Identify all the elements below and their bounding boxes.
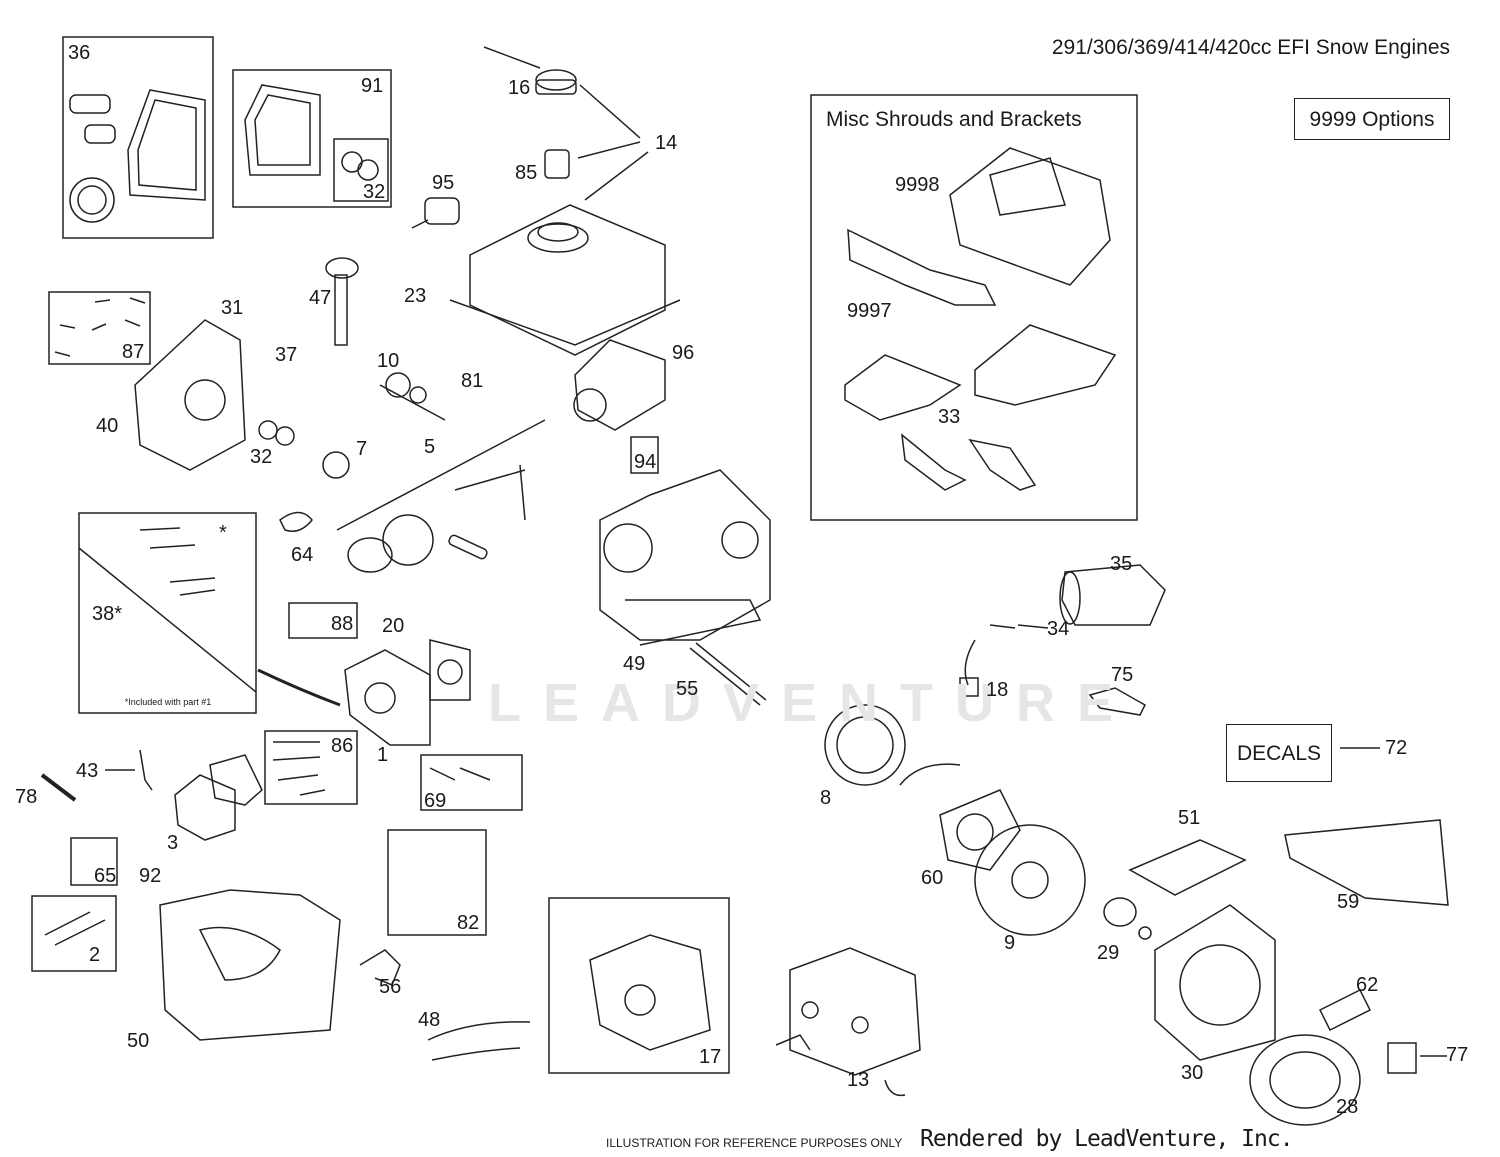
shroud-cover — [949, 147, 1111, 286]
callout-label[interactable]: 37 — [275, 344, 298, 366]
carb-box — [548, 897, 730, 1074]
gasket-kit-box — [62, 36, 214, 239]
flywheel-ring-gear — [824, 704, 906, 786]
callout-label[interactable]: 5 — [424, 436, 436, 458]
callout-label[interactable]: 64 — [291, 544, 314, 566]
callout-label[interactable]: 33 — [938, 406, 961, 428]
callout-label[interactable]: 35 — [1110, 553, 1133, 575]
callout-label[interactable]: 82 — [457, 912, 480, 934]
callout-label[interactable]: 16 — [508, 77, 531, 99]
bearing-sub-box — [333, 138, 389, 202]
decals-box[interactable]: DECALS — [1226, 724, 1332, 782]
blower-housing — [1154, 904, 1276, 1061]
callout-label[interactable]: 28 — [1336, 1096, 1359, 1118]
watermark: LEADVENTURE — [488, 673, 1136, 733]
part-2-box — [31, 895, 117, 972]
callout-label[interactable]: 1 — [377, 744, 389, 766]
cylinder-head — [344, 649, 431, 746]
part-69-box — [420, 754, 523, 811]
callout-label[interactable]: 72 — [1385, 737, 1408, 759]
options-box[interactable]: 9999 Options — [1294, 98, 1450, 140]
callout-label[interactable]: 60 — [921, 867, 944, 889]
callout-label[interactable]: 56 — [379, 976, 402, 998]
callout-label[interactable]: 49 — [623, 653, 646, 675]
callout-label[interactable]: 43 — [76, 760, 99, 782]
callout-label[interactable]: 40 — [96, 415, 119, 437]
callout-label[interactable]: 85 — [515, 162, 538, 184]
footer-rendered-by: Rendered by LeadVenture, Inc. — [920, 1126, 1294, 1152]
callout-label[interactable]: 32 — [250, 446, 273, 468]
callout-label[interactable]: 18 — [986, 679, 1009, 701]
callout-label[interactable]: 23 — [404, 285, 427, 307]
callout-label[interactable]: 9997 — [847, 300, 892, 322]
callout-label[interactable]: 17 — [699, 1046, 722, 1068]
callout-label[interactable]: 29 — [1097, 942, 1120, 964]
callout-label[interactable]: 92 — [139, 865, 162, 887]
callout-label[interactable]: 88 — [331, 613, 354, 635]
callout-label[interactable]: 13 — [847, 1069, 870, 1091]
part-82-box — [387, 829, 487, 936]
callout-label[interactable]: 87 — [122, 341, 145, 363]
callout-label[interactable]: 96 — [672, 342, 695, 364]
callout-label[interactable]: 7 — [356, 438, 368, 460]
callout-label[interactable]: 55 — [676, 678, 699, 700]
callout-label[interactable]: 95 — [432, 172, 455, 194]
part-86-box — [264, 730, 358, 805]
part-88-box — [288, 602, 358, 639]
callout-label[interactable]: 20 — [382, 615, 405, 637]
valve-kit-box — [78, 512, 257, 714]
callout-label[interactable]: 9998 — [895, 174, 940, 196]
callout-label[interactable]: 94 — [634, 451, 657, 473]
callout-label[interactable]: 62 — [1356, 974, 1379, 996]
callout-label[interactable]: 31 — [221, 297, 244, 319]
callout-label[interactable]: 38* — [92, 603, 123, 625]
callout-label[interactable]: 59 — [1337, 891, 1360, 913]
callout-label[interactable]: 8 — [820, 787, 832, 809]
callout-label[interactable]: 48 — [418, 1009, 441, 1031]
callout-label[interactable]: 34 — [1047, 618, 1070, 640]
bolt-kit-box — [48, 291, 151, 365]
part-94-box — [630, 436, 659, 474]
muffler — [789, 947, 921, 1076]
callout-label[interactable]: 2 — [89, 944, 101, 966]
callout-label[interactable]: 69 — [424, 790, 447, 812]
page-title: 291/306/369/414/420cc EFI Snow Engines — [1051, 36, 1450, 59]
callout-label[interactable]: 9 — [1004, 932, 1016, 954]
callout-label[interactable]: 81 — [461, 370, 484, 392]
callout-label[interactable]: 91 — [361, 75, 384, 97]
callout-label[interactable]: 10 — [377, 350, 400, 372]
cylinder-shroud — [159, 889, 341, 1041]
valve-kit-diagonal — [78, 547, 257, 693]
asterisk-mark: * — [219, 522, 227, 544]
gasket-outline — [127, 89, 206, 201]
callout-label[interactable]: 50 — [127, 1030, 150, 1052]
callout-label[interactable]: 86 — [331, 735, 354, 757]
callout-label[interactable]: 51 — [1178, 807, 1201, 829]
callout-label[interactable]: 77 — [1446, 1044, 1469, 1066]
callout-label[interactable]: 78 — [15, 786, 38, 808]
part-65-box — [70, 837, 118, 886]
callout-label[interactable]: 14 — [655, 132, 678, 154]
part-77-box — [1387, 1042, 1417, 1074]
callout-label[interactable]: 75 — [1111, 664, 1134, 686]
crankcase-cover — [134, 319, 246, 471]
flywheel — [974, 824, 1086, 936]
footer-disclaimer: ILLUSTRATION FOR REFERENCE PURPOSES ONLY — [606, 1136, 903, 1150]
callout-label[interactable]: 65 — [94, 865, 117, 887]
callout-label[interactable]: 30 — [1181, 1062, 1204, 1084]
callout-label[interactable]: 3 — [167, 832, 179, 854]
gasket-set-box — [232, 69, 392, 208]
fuel-tank — [469, 204, 666, 356]
misc-shrouds-title: Misc Shrouds and Brackets — [826, 108, 1082, 131]
engine-block — [599, 469, 771, 641]
callout-label[interactable]: 32 — [363, 181, 386, 203]
callout-label[interactable]: 36 — [68, 42, 91, 64]
misc-shrouds-box — [810, 94, 1138, 521]
callout-label[interactable]: 47 — [309, 287, 332, 309]
included-note: *Included with part #1 — [124, 697, 212, 707]
